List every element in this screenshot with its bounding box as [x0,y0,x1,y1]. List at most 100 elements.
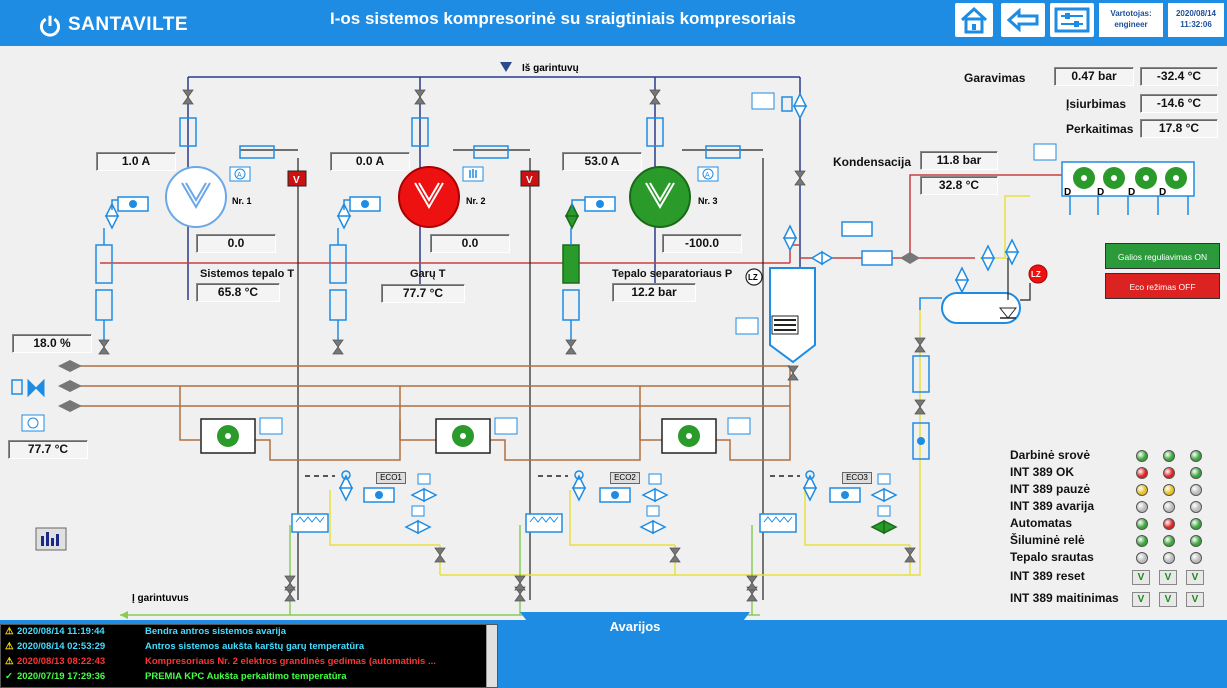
header-bar: SANTAVILTE I-os sistemos kompresorinė su… [0,0,1227,46]
status-led [1136,518,1148,530]
economizer-3[interactable] [759,513,797,533]
receiver-valve-2[interactable] [954,266,970,294]
oil-cooler-1[interactable] [200,418,256,454]
left-valve-2[interactable] [58,380,82,392]
status-v-button[interactable]: V [1159,592,1177,607]
compressor-2-icon[interactable] [398,166,460,228]
power-regulation-button[interactable]: Galios reguliavimas ON [1105,243,1220,269]
solenoid-valve-1[interactable] [104,202,120,230]
liquid-valve-3[interactable] [870,505,898,535]
status-v-button[interactable]: V [1186,570,1204,585]
home-button[interactable] [955,3,993,37]
to-evaporators-label: Į garintuvus [132,593,189,604]
status-led [1190,450,1202,462]
valve-tag-2[interactable]: V [520,170,540,187]
economizer-2[interactable] [525,513,563,533]
status-v-button[interactable]: V [1186,592,1204,607]
receiver-inlet-valve[interactable] [980,244,996,272]
left-auto-icon[interactable] [21,414,45,432]
status-v-button[interactable]: V [1132,592,1150,607]
status-led [1190,535,1202,547]
solenoid-valve-2[interactable] [336,202,352,230]
status-row-label: INT 389 avarija [1010,499,1095,513]
auto-mode-icon-3[interactable]: A [697,166,719,182]
economizer-1[interactable] [291,513,329,533]
liquid-valve-2[interactable] [639,505,667,535]
garavimas-label: Garavimas [964,71,1026,85]
oil-valve-2[interactable] [332,339,344,355]
alarm-scrollbar[interactable] [486,625,497,687]
eco2-label: ECO2 [610,472,640,484]
status-led [1163,484,1175,496]
oil-cooler-2[interactable] [435,418,491,454]
kondensacija-temp: 32.8 °C [920,176,998,195]
valve-tag-1[interactable]: V [287,170,307,187]
eco-valve-3[interactable] [802,474,818,502]
three-way-valve[interactable] [11,378,45,398]
status-v-button[interactable]: V [1159,570,1177,585]
solenoid-valve-3[interactable] [564,202,580,230]
discharge-valve[interactable] [782,224,798,252]
oil-separator[interactable] [769,267,816,364]
alarm-timestamp: 2020/07/19 17:29:36 [17,671,106,682]
kondensacija-label: Kondensacija [833,155,912,169]
liquid-receiver[interactable] [941,292,1021,324]
svg-text:LZ: LZ [1031,270,1041,279]
compressor-2-current: 0.0 A [330,152,410,171]
compressor-1-nr: Nr. 1 [232,196,252,206]
eco-expansion-valve-1[interactable] [410,473,438,503]
suction-valve-1[interactable] [182,89,194,105]
oil-valve-1[interactable] [98,339,110,355]
datetime-info: 2020/08/14 11:32:06 [1168,3,1224,37]
eco-expansion-valve-3[interactable] [870,473,898,503]
warning-icon: ⚠ [5,641,14,652]
eco-mode-button[interactable]: Eco režimas OFF [1105,273,1220,299]
suction-valve-main[interactable] [794,170,806,186]
compressor-2-nr: Nr. 2 [466,196,486,206]
auto-mode-icon-1[interactable]: A [229,166,251,182]
left-valve-3[interactable] [58,400,82,412]
separator-pressure-label: Tepalo separatoriaus P [612,268,733,280]
eco-expansion-valve-2[interactable] [641,473,669,503]
left-valve-1[interactable] [58,360,82,372]
receiver-safety-valve[interactable] [1004,238,1020,266]
user-name: engineer [1114,20,1148,29]
status-v-button[interactable]: V [1132,570,1150,585]
status-row-label: Automatas [1010,516,1073,530]
suction-valve-2[interactable] [414,89,426,105]
oil-cooler-3[interactable] [661,418,717,454]
check-valve[interactable] [810,250,834,266]
kondensacija-pressure: 11.8 bar [920,151,998,170]
date-text: 2020/08/14 [1175,9,1217,18]
eco-valve-1[interactable] [338,474,354,502]
alarm-text: PREMIA KPC Aukšta perkaitimo temperatūra [145,671,347,682]
status-led [1190,484,1202,496]
back-button[interactable] [1001,3,1045,37]
suction-main-solenoid[interactable] [781,92,808,120]
eco-valve-2[interactable] [571,474,587,502]
settings-button[interactable] [1050,3,1094,37]
perkaitimas-temp: 17.8 °C [1140,119,1218,138]
condenser[interactable]: D D D D [1061,161,1195,215]
alarms-tab[interactable] [520,612,750,636]
manual-mode-icon-2[interactable] [462,166,484,182]
gas-temp-value: 77.7 °C [381,284,465,303]
garavimas-temp: -32.4 °C [1140,67,1218,86]
svg-text:D: D [1159,187,1166,198]
liquid-valve-1[interactable] [404,505,432,535]
suction-valve-3[interactable] [649,89,661,105]
compressor-3-icon[interactable] [629,166,691,228]
trend-chart-button[interactable] [35,527,67,551]
svg-text:V: V [526,175,533,186]
compressor-1-icon[interactable] [165,166,227,228]
alarm-timestamp: 2020/08/13 08:22:43 [17,656,106,667]
alarms-tab-label[interactable]: Avarijos [609,619,661,634]
user-label: Vartotojas: [1110,9,1152,18]
oil-valve-3[interactable] [565,339,577,355]
status-led [1136,552,1148,564]
